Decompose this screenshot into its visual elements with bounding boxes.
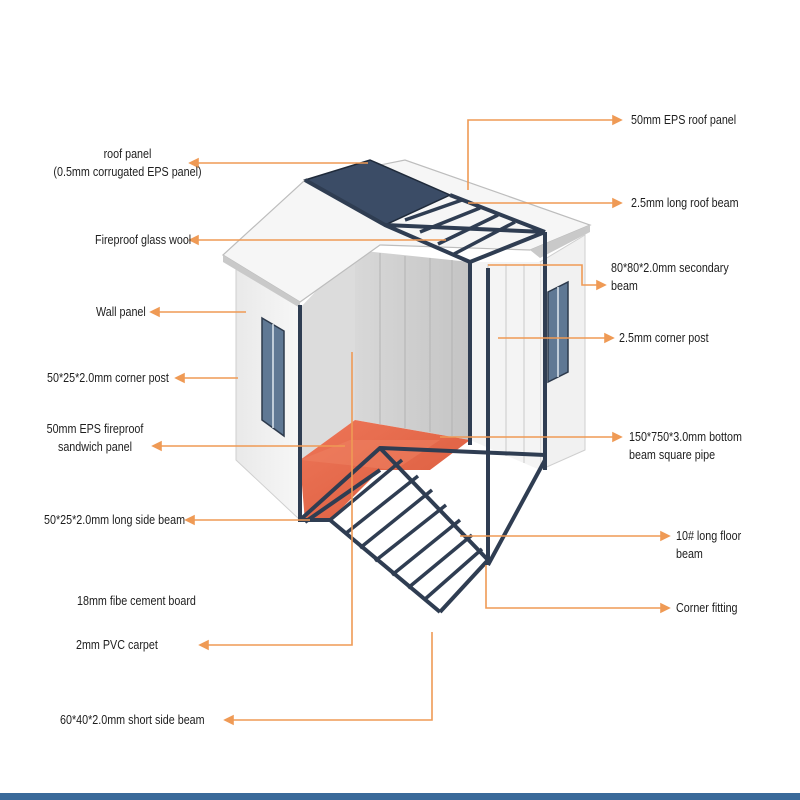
label-pvc-carpet: 2mm PVC carpet [76,638,158,652]
leader-lines [149,114,671,726]
label-secondary-beam: 80*80*2.0mm secondary beam [611,261,729,293]
building [222,159,592,614]
label-corner-post-50x25: 50*25*2.0mm corner post [47,371,169,385]
corner-posts [298,232,547,565]
front-wall-panel [470,262,540,470]
label-long-side-beam: 50*25*2.0mm long side beam [44,513,186,527]
label-wall-panel: Wall panel [96,305,146,319]
label-fireproof-glass-wool: Fireproof glass wool [95,233,192,247]
floor-joists [328,458,484,602]
interior-side-wall [300,250,355,460]
roof-frame [304,178,546,264]
label-roof-panel: roof panel (0.5mm corrugated EPS panel) [53,147,202,179]
label-corner-post-25: 2.5mm corner post [619,331,709,345]
label-short-side-beam: 60*40*2.0mm short side beam [60,713,205,727]
label-eps-roof-panel: 50mm EPS roof panel [631,113,737,127]
label-fibe-cement-board: 18mm fibe cement board [77,594,196,608]
label-bottom-beam: 150*750*3.0mm bottom beam square pipe [629,430,742,462]
label-eps-sandwich-panel: 50mm EPS fireproof sandwich panel [46,422,144,454]
bottom-bar [0,793,800,800]
interior-back-wall [355,250,470,440]
label-long-roof-beam: 2.5mm long roof beam [631,196,739,210]
label-corner-fitting: Corner fitting [676,601,738,615]
right-window [547,280,569,384]
interior-wall-lines [379,253,453,436]
left-window [261,316,285,438]
roof-secondary-beams [404,198,516,256]
label-long-floor-beam: 10# long floor beam [676,529,742,561]
